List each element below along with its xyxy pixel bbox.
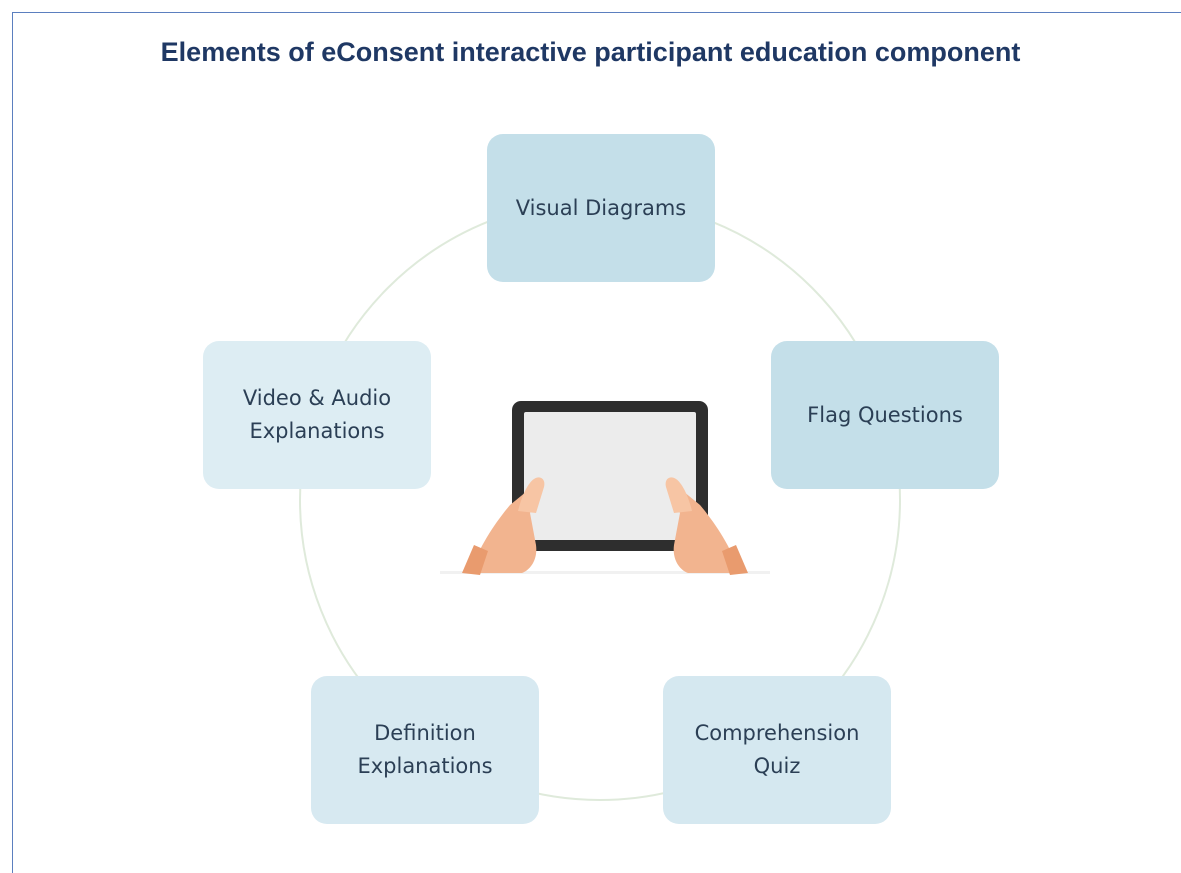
node-flag-questions: Flag Questions [771, 341, 999, 489]
node-comprehension-quiz: Comprehension Quiz [663, 676, 891, 824]
node-video-audio-explanations: Video & Audio Explanations [203, 341, 431, 489]
node-visual-diagrams: Visual Diagrams [487, 134, 715, 282]
tablet-in-hands-icon [440, 401, 770, 575]
node-definition-explanations: Definition Explanations [311, 676, 539, 824]
figure-frame [12, 12, 1181, 873]
diagram-title: Elements of eConsent interactive partici… [160, 37, 1021, 67]
